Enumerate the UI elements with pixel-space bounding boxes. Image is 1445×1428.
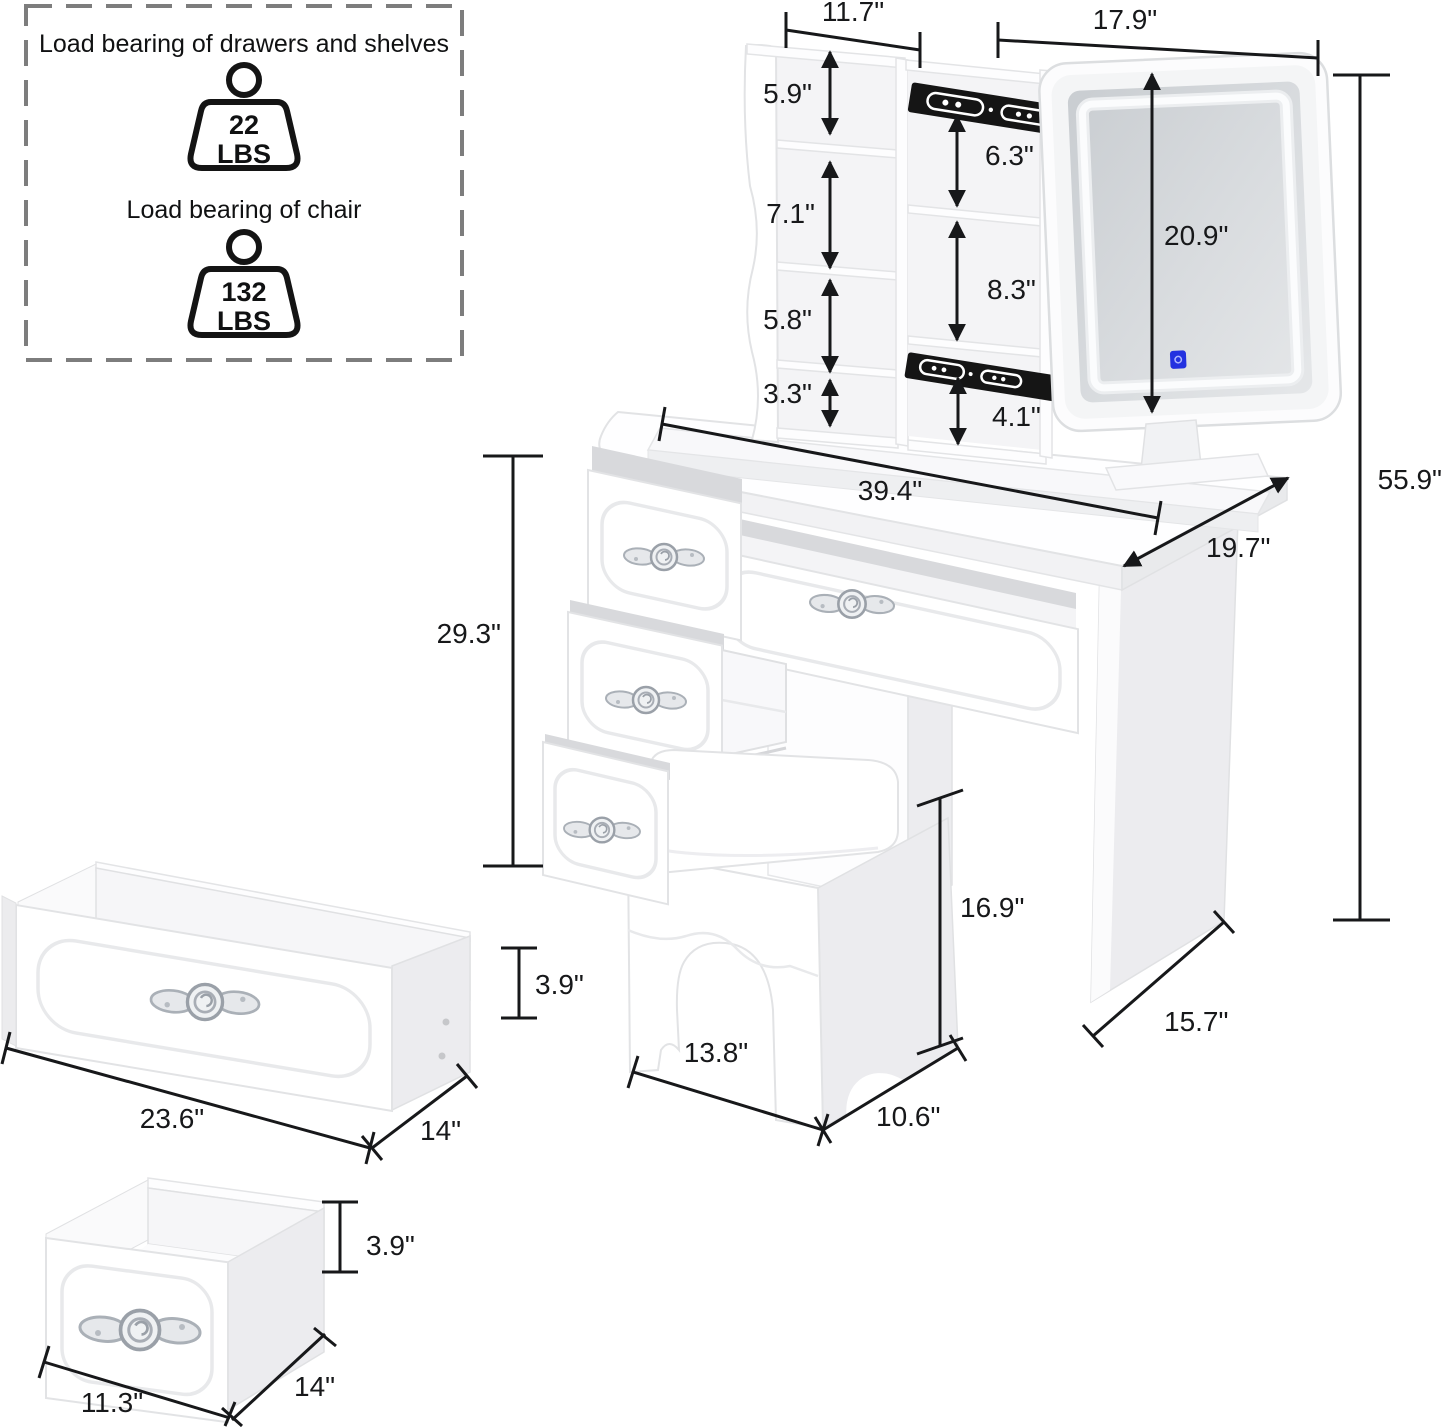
dim-label: 19.7": [1206, 532, 1270, 563]
drawer-middle-left: [567, 600, 787, 780]
dim-desktop-depth: 19.7": [1122, 476, 1290, 568]
drawer-top-left: [587, 446, 742, 642]
load-shelves-label: Load bearing of drawers and shelves: [39, 30, 449, 58]
dim-label: 6.3": [985, 140, 1034, 171]
slide-rail-bottom: [904, 352, 1060, 402]
stool-side-arch: [846, 1073, 934, 1171]
dim-label: 11.3": [81, 1387, 143, 1418]
dim-label: 3.9": [535, 969, 584, 1000]
dim-stool-width: 13.8": [626, 1037, 830, 1147]
dashed-border: [24, 4, 464, 362]
dim-stool-depth: 10.6": [813, 1034, 968, 1144]
mirror-glass: [1067, 81, 1313, 403]
dim-label: 8.3": [987, 274, 1036, 305]
dim-small-drawer-height: 3.9": [322, 1200, 415, 1274]
dim-hutch-width: 11.7": [784, 0, 922, 68]
dim-label: 17.9": [1093, 4, 1157, 35]
touch-control-glyph: [1174, 355, 1183, 364]
dim-label: 4.1": [992, 401, 1041, 432]
dim-large-drawer-width: 23.6": [0, 1031, 376, 1165]
dim-desk-height: 29.3": [437, 454, 543, 868]
vanity-desk: [542, 43, 1343, 1171]
dim-label: 15.7": [1164, 1006, 1228, 1037]
dim-side-panel-depth: 15.7": [1081, 909, 1236, 1049]
dim-label: 3.9": [366, 1230, 415, 1261]
dim-total-height: 55.9": [1333, 73, 1442, 922]
stool-apron-curve: [627, 928, 819, 978]
dim-cubby-bottom: 4.1": [949, 376, 1041, 446]
dim-label: 11.7": [822, 0, 884, 27]
drawer-bottom-left: [542, 734, 670, 906]
touch-control-icon[interactable]: [1169, 350, 1187, 369]
dim-mirror-height: 20.9": [1143, 72, 1228, 414]
stool-front-frame: [626, 850, 825, 1130]
leg-front-edge: [1091, 554, 1122, 1002]
dim-small-drawer-depth: 14": [220, 1326, 337, 1428]
dim-label: 13.8": [684, 1037, 748, 1068]
dim-label: 23.6": [140, 1103, 204, 1134]
dim-label: 55.9": [1378, 464, 1442, 495]
dim-label: 16.9": [960, 892, 1024, 923]
dim-desktop-width: 39.4": [657, 406, 1163, 536]
load-chair-label: Load bearing of chair: [127, 196, 362, 224]
detached-small-drawer: [45, 1177, 325, 1424]
load-capacity-panel: Load bearing of drawers and shelves 22 L…: [24, 4, 464, 362]
column-bottom-board: [907, 439, 1047, 465]
dim-large-drawer-depth: 14": [360, 1063, 479, 1161]
dim-shelf-bottom: 3.3": [763, 378, 839, 428]
chair-weight-unit: LBS: [217, 306, 271, 336]
detached-large-drawer: [1, 861, 471, 1113]
dim-shelf-third: 5.8": [763, 278, 839, 374]
dim-label: 10.6": [876, 1101, 940, 1132]
dim-label: 39.4": [858, 475, 922, 506]
dim-label: 29.3": [437, 618, 501, 649]
dim-mirror-width: 17.9": [996, 4, 1320, 76]
hutch-divider-panel: [895, 57, 909, 447]
dim-shelf-second: 7.1": [766, 160, 839, 270]
drawer-wide: [705, 512, 1079, 735]
dim-small-drawer-width: 11.3": [37, 1345, 237, 1427]
dim-label: 14": [420, 1115, 461, 1146]
dim-stool-height: 16.9": [916, 788, 1024, 1056]
hutch-bottom-board: [776, 427, 899, 449]
dim-large-drawer-height: 3.9": [501, 946, 584, 1020]
dim-cubby-top: 6.3": [948, 114, 1034, 208]
dim-label: 14": [294, 1371, 335, 1402]
dim-label: 7.1": [766, 198, 815, 229]
shelves-weight-value: 22: [229, 110, 259, 140]
dim-shelf-top: 5.9": [763, 50, 839, 136]
dim-label: 5.8": [763, 304, 812, 335]
dim-label: 3.3": [763, 378, 812, 409]
shelves-weight-unit: LBS: [217, 139, 271, 169]
dim-label: 20.9": [1164, 220, 1228, 251]
led-mirror: [1038, 51, 1343, 433]
dim-cubby-middle: 8.3": [948, 220, 1036, 342]
led-strip: [1078, 92, 1302, 392]
dim-label: 5.9": [763, 78, 812, 109]
chair-weight-value: 132: [221, 277, 266, 307]
